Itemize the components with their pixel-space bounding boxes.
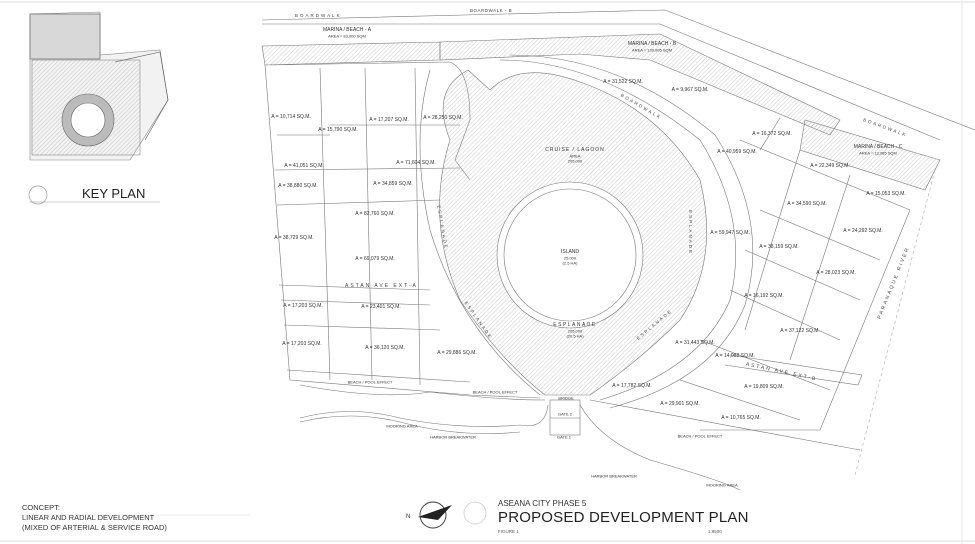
lot-area-label: A = 16,372 SQ.M.	[752, 131, 792, 137]
zone-lagoon-name: CRUISE / LAGOON	[545, 147, 605, 153]
concept-line-2: (MIXED OF ARTERIAL & SERVICE ROAD)	[22, 523, 167, 532]
lot-area-label: A = 23,401 SQ.M.	[361, 304, 401, 310]
lot-area-label: A = 69,079 SQ.M.	[355, 256, 395, 262]
mooring-area-1: MOORING AREA	[386, 423, 418, 429]
key-plan-thumbnail	[18, 10, 169, 161]
lot-area-label: A = 28,023 SQ.M.	[816, 270, 856, 276]
zone-marina-b-name: MARINA / BEACH - B	[627, 41, 677, 47]
lot-area-label: A = 29,886 SQ.M.	[437, 350, 477, 356]
zone-marina-b-area: AREA = 139,005 SQM	[632, 47, 672, 53]
lot-area-label: A = 10,714 SQ.M.	[271, 114, 311, 120]
lot-area-label: A = 38,880 SQ.M.	[278, 183, 318, 189]
gate-2-label: GATE 2	[558, 411, 572, 417]
harbor-breakwater-2: HARBOR BREAKWATER	[591, 473, 637, 479]
lot-area-label: A = 17,782 SQ.M.	[612, 383, 652, 389]
beach-pool-effect-3: BEACH / POOL EFFECT	[677, 433, 723, 439]
beach-pool-effect-2: BEACH / POOL EFFECT	[472, 389, 518, 395]
lot-area-label: A = 17,207 SQ.M.	[369, 117, 409, 123]
zone-marina-a-area: AREA = 83,000 SQM	[328, 33, 366, 39]
lot-area-label: A = 37,122 SQ.M.	[780, 328, 820, 334]
zone-lagoon-area: AREA	[569, 153, 581, 159]
zone-marina-c-name: MARINA / BEACH - C	[853, 144, 903, 150]
key-plan-title: KEY PLAN	[82, 186, 146, 201]
lot-area-label: A = 14,088 SQ.M.	[715, 353, 755, 359]
north-arrow-icon	[418, 501, 487, 529]
drawing-scale: 1:8500	[708, 529, 722, 534]
zone-esplanade-name: ESPLANADE	[553, 322, 597, 328]
lot-area-label: A = 24,292 SQ.M.	[843, 228, 883, 234]
zone-island-area: 25,000	[563, 255, 577, 261]
road-top: BOARDWALK - B	[470, 8, 513, 13]
lot-area-label: A = 10,765 SQ.M.	[721, 415, 761, 421]
lot-area-label: A = 17,203 SQ.M.	[282, 341, 322, 347]
lot-area-label: A = 34,859 SQ.M.	[373, 181, 413, 187]
zone-island-name: ISLAND	[560, 249, 580, 255]
zone-island-value: (2.5 HA)	[562, 260, 578, 266]
lot-area-label: A = 41,051 SQ.M.	[284, 163, 324, 169]
lot-area-label: A = 38,159 SQ.M.	[759, 244, 799, 250]
zone-marina-a-name: MARINA / BEACH - A	[322, 27, 372, 33]
zone-lagoon-value: 205,000	[567, 158, 583, 164]
concept-line-1: LINEAR AND RADIAL DEVELOPMENT	[22, 513, 155, 522]
bridge-label: BRIDGE	[558, 395, 574, 401]
figure-number: FIGURE 1	[498, 529, 519, 534]
lot-area-label: A = 9,967 SQ.M.	[671, 87, 709, 93]
beach-pool-effect-1: BEACH / POOL EFFECT	[347, 379, 393, 385]
lot-area-label: A = 22,349 SQ.M.	[810, 163, 850, 169]
site-plan	[261, 9, 975, 491]
lot-area-label: A = 19,809 SQ.M.	[744, 384, 784, 390]
lot-area-label: A = 16,192 SQ.M.	[744, 293, 784, 299]
lot-area-label: A = 40,959 SQ.M.	[717, 149, 757, 155]
project-name: ASEANA CITY PHASE 5	[498, 499, 587, 508]
lot-area-label: A = 17,203 SQ.M.	[283, 303, 323, 309]
harbor-breakwater-1: HARBOR BREAKWATER	[430, 434, 476, 440]
lot-area-label: A = 82,760 SQ.M.	[355, 211, 395, 217]
lot-area-label: A = 38,729 SQ.M.	[274, 235, 314, 241]
road-esplanade-east: ESPLANADE	[688, 209, 694, 256]
lot-area-label: A = 71,604 SQ.M.	[396, 160, 436, 166]
lot-area-label: A = 59,947 SQ.M.	[710, 230, 750, 236]
concept-heading: CONCEPT:	[22, 503, 60, 512]
zone-marina-c-area: AREA = 13,085 SQM	[859, 150, 897, 156]
road-astan-ext-a: ASTAN AVE EXT-A	[345, 283, 418, 289]
mooring-area-2: MOORING AREA	[706, 482, 738, 488]
lot-area-label: A = 31,522 SQ.M.	[603, 79, 643, 85]
lot-area-label: A = 15,790 SQ.M.	[318, 127, 358, 133]
drawing-title: PROPOSED DEVELOPMENT PLAN	[498, 509, 749, 526]
key-plan-marker-icon	[28, 185, 48, 205]
zone-esplanade-value: (20.5 HA)	[566, 333, 584, 339]
concept-note: CONCEPT: LINEAR AND RADIAL DEVELOPMENT (…	[22, 503, 167, 533]
lot-area-label: A = 36,120 SQ.M.	[365, 345, 405, 351]
lot-area-label: A = 28,250 SQ.M.	[423, 115, 463, 121]
road-boardwalk-a: BOARDWALK	[295, 13, 342, 18]
lot-area-label: A = 15,053 SQ.M.	[866, 191, 906, 197]
zone-esplanade-area: 205,000	[567, 328, 583, 334]
lot-area-label: A = 31,443 SQ.M.	[675, 340, 715, 346]
lot-area-label: A = 34,590 SQ.M.	[787, 201, 827, 207]
lot-area-label: A = 29,901 SQ.M.	[660, 401, 700, 407]
north-label: N	[406, 514, 411, 520]
gate-1-label: GATE 1	[557, 434, 571, 440]
